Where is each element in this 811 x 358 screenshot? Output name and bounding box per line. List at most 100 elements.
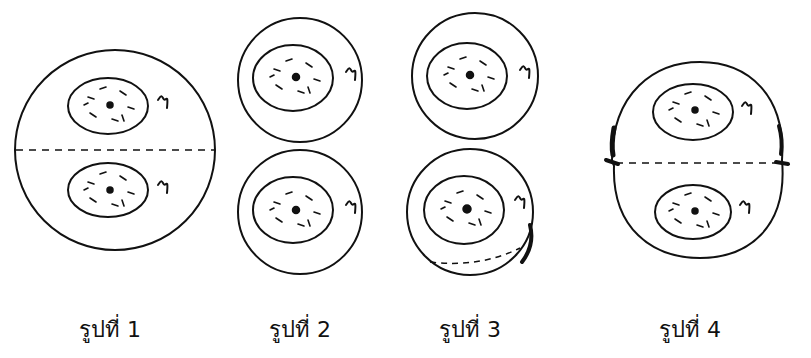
scribble-mark [515,196,524,208]
chromatin-mark [112,119,118,121]
furrow-mark [776,162,788,164]
chromatin-mark [84,188,88,190]
scribble-mark [740,201,749,213]
chromatin-mark [122,115,124,121]
chromatin-mark [84,103,88,105]
chromatin-mark [448,67,454,69]
figure-caption: รูปที่ 1 [79,312,141,347]
chromatin-mark [673,102,679,104]
chromatin-mark [472,89,478,91]
chromatin-mark [120,176,126,180]
scribble-mark [158,96,167,108]
figure-caption: รูปที่ 3 [439,312,501,347]
chromatin-mark [286,192,292,194]
chromatin-mark [298,224,304,226]
cell-outline [407,149,533,275]
chromatin-mark [673,203,679,205]
chromatin-mark [479,219,481,225]
chromatin-mark [705,96,711,100]
chromatin-mark [308,220,310,226]
chromatin-mark [314,79,320,81]
chromatin-mark [90,113,96,117]
scribble-mark [346,68,355,80]
chromatin-mark [675,219,681,223]
chromatin-mark [286,59,292,61]
cell-outline [412,13,538,139]
chromatin-mark [713,213,719,215]
nucleus [655,185,731,239]
division-line [16,149,214,151]
nucleus [653,84,733,140]
nucleus [427,43,507,109]
division-line [616,162,780,164]
chromatin-mark [477,195,483,199]
chromatin-mark [276,218,282,222]
furrow-mark [606,160,618,164]
chromatin-mark [685,92,691,94]
chromatin-mark [276,85,282,89]
chromatin-mark [441,207,445,209]
chromatin-mark [128,192,134,194]
chromatin-mark [306,63,312,67]
chromatin-mark [480,61,486,65]
chromatin-mark [445,201,451,203]
chromatin-mark [306,196,312,200]
membrane-mark [522,225,531,262]
chromatin-mark [669,108,673,110]
chromatin-mark [697,225,703,227]
chromatin-mark [485,211,491,213]
division-line [430,248,520,263]
chromatin-mark [120,91,126,95]
chromatin-mark [314,212,320,214]
chromatin-mark [128,107,134,109]
chromatin-mark [112,204,118,206]
scribble-mark [346,201,355,213]
cell-outline [238,18,362,142]
nucleus [68,78,148,134]
chromatin-mark [298,91,304,93]
chromatin-mark [707,120,709,126]
chromatin-mark [675,118,681,122]
chromatin-mark [274,69,280,71]
nucleus [253,177,333,243]
chromatin-mark [270,75,274,77]
figure-caption: รูปที่ 4 [659,312,721,347]
chromatin-mark [308,87,310,93]
chromatin-mark [669,209,673,211]
membrane-mark [779,126,782,154]
chromatin-mark [707,221,709,227]
chromatin-mark [88,97,94,99]
scribble-mark [520,66,529,78]
chromatin-mark [488,77,494,79]
cell-outline [612,62,783,258]
chromatin-mark [713,112,719,114]
chromatin-mark [90,198,96,202]
chromatin-mark [457,191,463,193]
chromatin-mark [274,202,280,204]
chromatin-mark [685,193,691,195]
chromatin-mark [482,85,484,91]
chromatin-mark [444,73,448,75]
chromatin-mark [697,124,703,126]
nucleus [68,163,148,217]
chromatin-mark [705,197,711,201]
cell-outline [15,50,215,250]
figure-caption: รูปที่ 2 [269,312,331,347]
chromatin-mark [122,200,124,206]
chromatin-mark [100,172,106,174]
chromatin-mark [469,223,475,225]
membrane-mark [612,128,614,155]
chromatin-mark [270,208,274,210]
chromatin-mark [100,87,106,89]
cell-outline [238,150,362,274]
chromatin-mark [447,217,453,221]
scribble-mark [742,102,751,114]
chromatin-mark [88,182,94,184]
nucleus [253,45,333,111]
chromatin-mark [460,57,466,59]
nucleus [424,176,504,244]
chromatin-mark [450,83,456,87]
scribble-mark [158,181,167,193]
